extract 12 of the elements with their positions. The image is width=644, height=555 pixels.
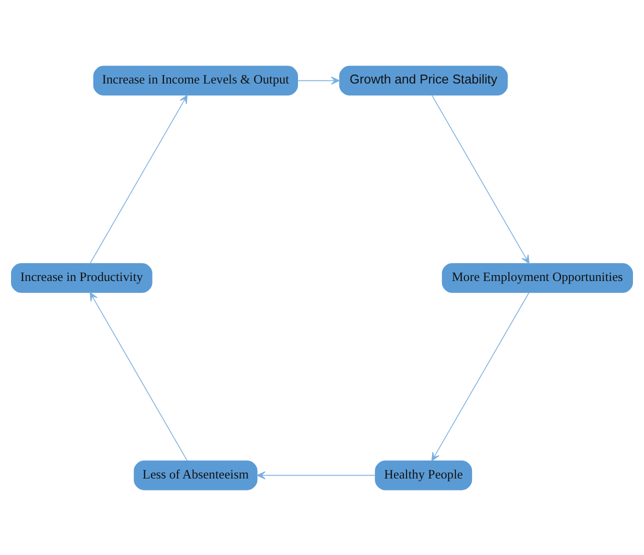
arrow xyxy=(298,76,340,84)
arrow xyxy=(90,292,188,461)
arrow xyxy=(90,94,188,264)
node-box: Growth and Price Stability xyxy=(339,65,508,96)
node-box: More Employment Opportunities xyxy=(442,262,633,292)
arrow xyxy=(431,94,530,264)
arrow xyxy=(256,470,376,479)
node-box: Increase in Income Levels & Output xyxy=(93,65,298,96)
node-box: Healthy People xyxy=(374,460,472,490)
node-box: Increase in Productivity xyxy=(11,262,152,292)
arrow xyxy=(431,292,530,461)
node-box: Less of Absenteeism xyxy=(134,460,258,490)
